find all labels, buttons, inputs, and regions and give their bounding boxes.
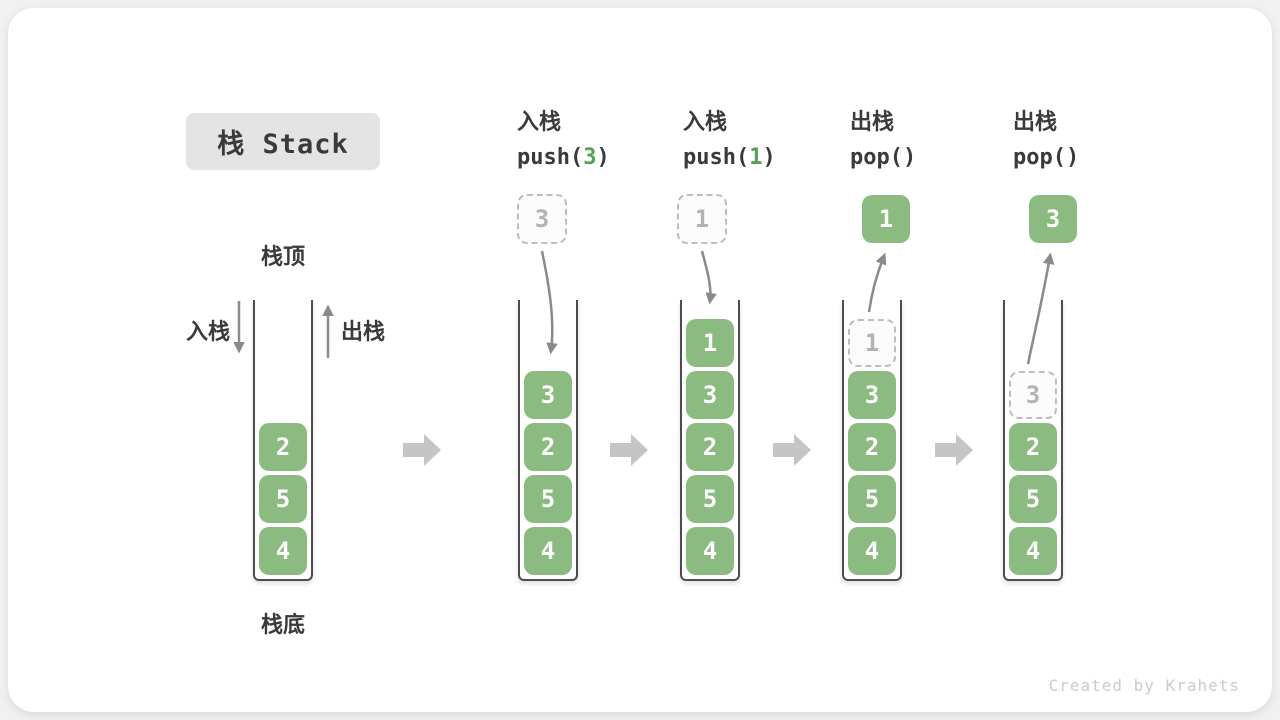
incoming-element-box: 1	[677, 194, 727, 244]
stack-item: 5	[848, 475, 896, 523]
step-op-code: push(3)	[517, 145, 610, 170]
stack-item: 3	[524, 371, 572, 419]
stack-container-push-3: 3 2 5 4	[518, 300, 578, 581]
stack-item-ghost: 3	[1009, 371, 1057, 419]
step-op-code: pop()	[850, 145, 917, 170]
step-op-code: push(1)	[683, 145, 776, 170]
step-header-pop-1: 出栈 pop()	[850, 107, 1000, 173]
popped-element-box: 3	[1029, 195, 1077, 243]
incoming-element-box: 3	[517, 194, 567, 244]
stack-item-ghost: 1	[848, 319, 896, 367]
step-header-push-1: 入栈 push(1)	[683, 107, 833, 173]
stack-item: 4	[1009, 527, 1057, 575]
step-op-code: pop()	[1013, 145, 1080, 170]
popped-element-box: 1	[862, 195, 910, 243]
stack-item: 2	[259, 423, 307, 471]
stack-item: 2	[686, 423, 734, 471]
stack-item: 4	[524, 527, 572, 575]
stack-container-push-1: 1 3 2 5 4	[680, 300, 740, 581]
stack-item: 2	[1009, 423, 1057, 471]
stack-container-pop-1: 1 3 2 5 4	[842, 300, 902, 581]
step-header-push-3: 入栈 push(3)	[517, 107, 667, 173]
stack-bottom-label: 栈底	[260, 612, 305, 637]
push-arg: 1	[749, 145, 763, 170]
stack-item: 2	[524, 423, 572, 471]
stack-container-pop-3: 3 2 5 4	[1003, 300, 1063, 581]
title-text: 栈 Stack	[217, 129, 349, 160]
push-side-label: 入栈	[186, 319, 231, 344]
stack-item: 5	[259, 475, 307, 523]
title-badge: 栈 Stack	[186, 113, 380, 170]
step-header-pop-3: 出栈 pop()	[1013, 107, 1163, 173]
stack-item: 4	[848, 527, 896, 575]
push-arg: 3	[583, 145, 597, 170]
stack-top-label: 栈顶	[260, 244, 305, 269]
pop-side-label: 出栈	[341, 319, 386, 344]
stack-item: 1	[686, 319, 734, 367]
watermark: Created by Krahets	[1048, 676, 1240, 695]
stack-item: 4	[259, 527, 307, 575]
step-op-label: 入栈	[683, 109, 728, 134]
stack-item: 2	[848, 423, 896, 471]
step-op-label: 入栈	[517, 109, 562, 134]
stack-item: 5	[524, 475, 572, 523]
stack-container-initial: 2 5 4	[253, 300, 313, 581]
stack-item: 3	[848, 371, 896, 419]
stack-item: 4	[686, 527, 734, 575]
step-op-label: 出栈	[1013, 109, 1058, 134]
stack-item: 5	[686, 475, 734, 523]
step-op-label: 出栈	[850, 109, 895, 134]
stack-item: 5	[1009, 475, 1057, 523]
stack-item: 3	[686, 371, 734, 419]
